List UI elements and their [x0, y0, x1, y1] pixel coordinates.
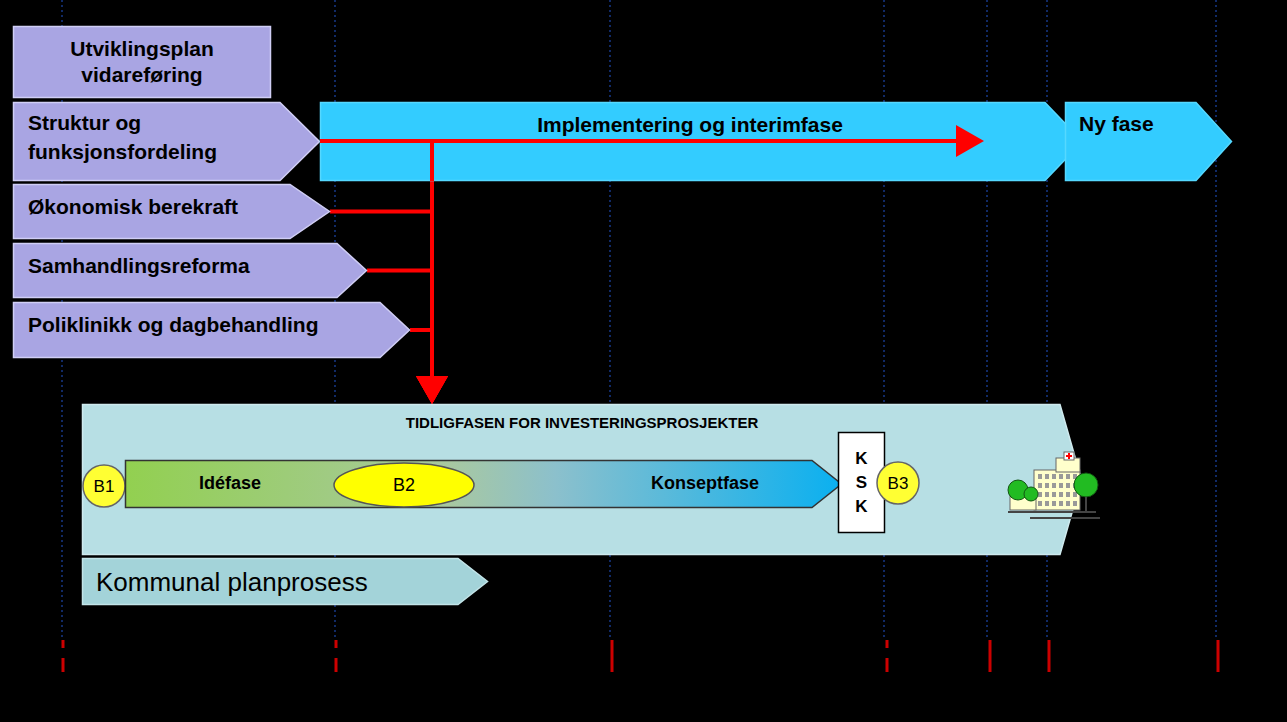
node-label: Utviklingsplan vidareføring — [13, 30, 271, 94]
input-arrow: Samhandlingsreforma — [13, 243, 367, 298]
ksk-box: K S K — [838, 432, 885, 533]
node-label: K S K — [853, 447, 870, 519]
node-label: B3 — [876, 461, 920, 505]
node-label: Økonomisk berekraft — [28, 194, 298, 220]
node-label: Idéfase — [150, 472, 310, 495]
phase-bar: Idéfase Konseptfase B2 — [125, 460, 842, 508]
node-label: B2 — [333, 462, 475, 508]
node-label: Konseptfase — [620, 472, 790, 495]
planning-arrow: Kommunal planprosess — [82, 558, 488, 605]
plan-box-outline — [13, 26, 271, 98]
input-arrow: Poliklinikk og dagbehandling — [13, 302, 410, 358]
node-label: Poliklinikk og dagbehandling — [28, 312, 388, 338]
node-label: Implementering og interimfase — [420, 112, 960, 138]
phase-arrow: Ny fase — [1065, 102, 1232, 181]
early-phase-band: TIDLIGFASEN FOR INVESTERINGSPROSJEKTER B1… — [82, 404, 1082, 555]
milestone-circle: B3 — [876, 461, 920, 505]
node-label: Ny fase — [1079, 111, 1194, 137]
input-arrow: Økonomisk berekraft — [13, 184, 330, 239]
node-label: Kommunal planprosess — [96, 566, 466, 599]
node-label: B1 — [82, 464, 126, 508]
plan-box: Utviklingsplan vidareføring — [13, 26, 271, 98]
node-label: TIDLIGFASEN FOR INVESTERINGSPROSJEKTER — [282, 413, 882, 432]
red-connector — [410, 330, 432, 400]
node-label: Samhandlingsreforma — [28, 253, 343, 279]
node-label: K S K — [838, 432, 885, 533]
phase-arrow: Implementering og interimfase — [320, 102, 1083, 181]
input-arrow: Struktur og funksjonsfordeling — [13, 102, 320, 181]
node-label: Struktur og funksjonsfordeling — [28, 108, 283, 166]
milestone-circle: B1 — [82, 464, 126, 508]
milestone-ellipse: B2 — [333, 462, 475, 508]
